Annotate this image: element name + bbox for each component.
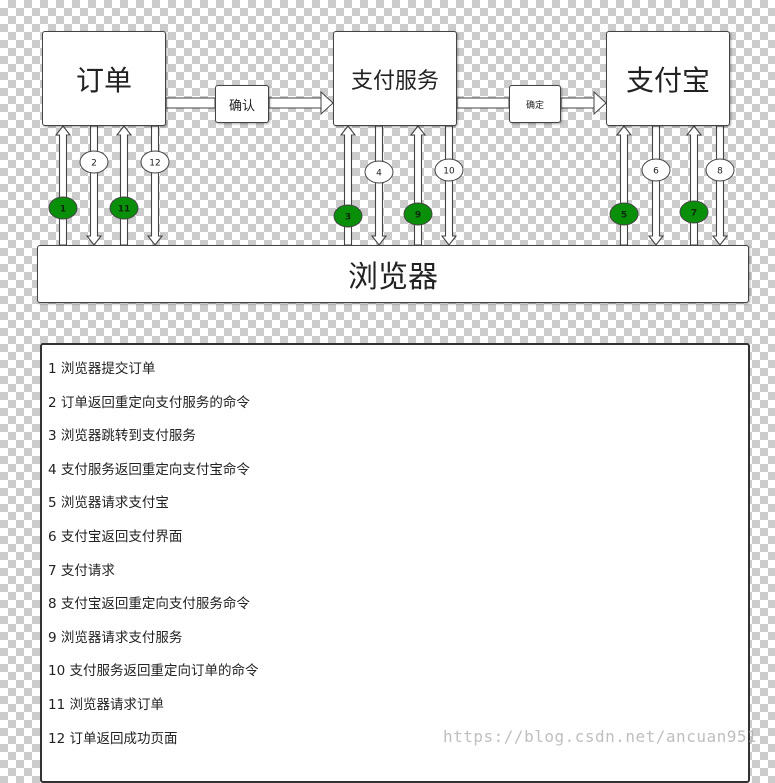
step-arrow-2 (85, 125, 103, 246)
step-arrow-10 (440, 125, 458, 246)
step-badge-number: 12 (149, 159, 160, 169)
legend-item: 2 订单返回重定向支付服务的命令 (48, 394, 250, 411)
step-badge-5: 5 (609, 202, 639, 226)
step-badge-11: 11 (109, 196, 139, 220)
step-badge-number: 11 (118, 205, 131, 215)
ok-label: 确定 (509, 85, 561, 123)
step-badge-3: 3 (333, 204, 363, 228)
step-badge-6: 6 (641, 158, 671, 182)
step-badge-number: 10 (443, 167, 455, 177)
step-badge-number: 7 (691, 209, 697, 219)
step-arrow-11 (115, 125, 133, 246)
step-arrow-1 (54, 125, 72, 246)
pay-service-node: 支付服务 (333, 31, 457, 126)
legend-item: 11 浏览器请求订单 (48, 696, 164, 713)
step-badge-number: 2 (91, 159, 97, 169)
step-badge-10: 10 (434, 158, 464, 182)
legend-item: 1 浏览器提交订单 (48, 361, 156, 377)
step-arrow-4 (370, 125, 388, 246)
legend-item: 6 支付宝返回支付界面 (48, 528, 183, 545)
legend-item: 12 订单返回成功页面 (48, 730, 178, 747)
connector-order-to-pay (165, 90, 334, 116)
step-badge-4: 4 (364, 160, 394, 184)
order-node: 订单 (42, 31, 166, 126)
step-arrow-7 (685, 125, 703, 246)
step-badge-8: 8 (705, 158, 735, 182)
legend-item: 10 支付服务返回重定向订单的命令 (48, 663, 259, 680)
step-badge-number: 6 (653, 167, 659, 177)
step-arrow-6 (647, 125, 665, 246)
step-arrow-8 (711, 125, 729, 246)
step-badge-1: 1 (48, 196, 78, 220)
watermark: https://blog.csdn.net/ancuan951 (443, 727, 758, 746)
step-badge-number: 1 (60, 205, 66, 215)
legend-item: 8 支付宝返回重定向支付服务命令 (48, 596, 250, 613)
step-badge-number: 9 (415, 211, 421, 221)
step-legend: 1 浏览器提交订单 2 订单返回重定向支付服务的命令 3 浏览器跳转到支付服务 … (40, 343, 750, 783)
step-badge-7: 7 (679, 200, 709, 224)
step-badge-number: 4 (376, 169, 382, 179)
step-badge-12: 12 (140, 150, 170, 174)
step-arrows (54, 125, 729, 246)
legend-item: 4 支付服务返回重定向支付宝命令 (48, 461, 250, 478)
legend-item: 7 支付请求 (48, 562, 115, 579)
step-badge-2: 2 (79, 150, 109, 174)
alipay-node: 支付宝 (606, 31, 730, 126)
step-arrow-9 (409, 125, 427, 246)
step-badge-9: 9 (403, 202, 433, 226)
step-arrow-12 (146, 125, 164, 246)
step-arrow-5 (615, 125, 633, 246)
confirm-label: 确认 (215, 85, 269, 123)
step-badge-number: 5 (621, 211, 627, 221)
browser-node: 浏览器 (37, 245, 749, 303)
step-badge-number: 8 (717, 167, 723, 177)
legend-item: 5 浏览器请求支付宝 (48, 495, 169, 512)
legend-item: 3 浏览器跳转到支付服务 (48, 428, 196, 445)
step-badge-number: 3 (345, 213, 351, 223)
legend-item: 9 浏览器请求支付服务 (48, 629, 183, 646)
